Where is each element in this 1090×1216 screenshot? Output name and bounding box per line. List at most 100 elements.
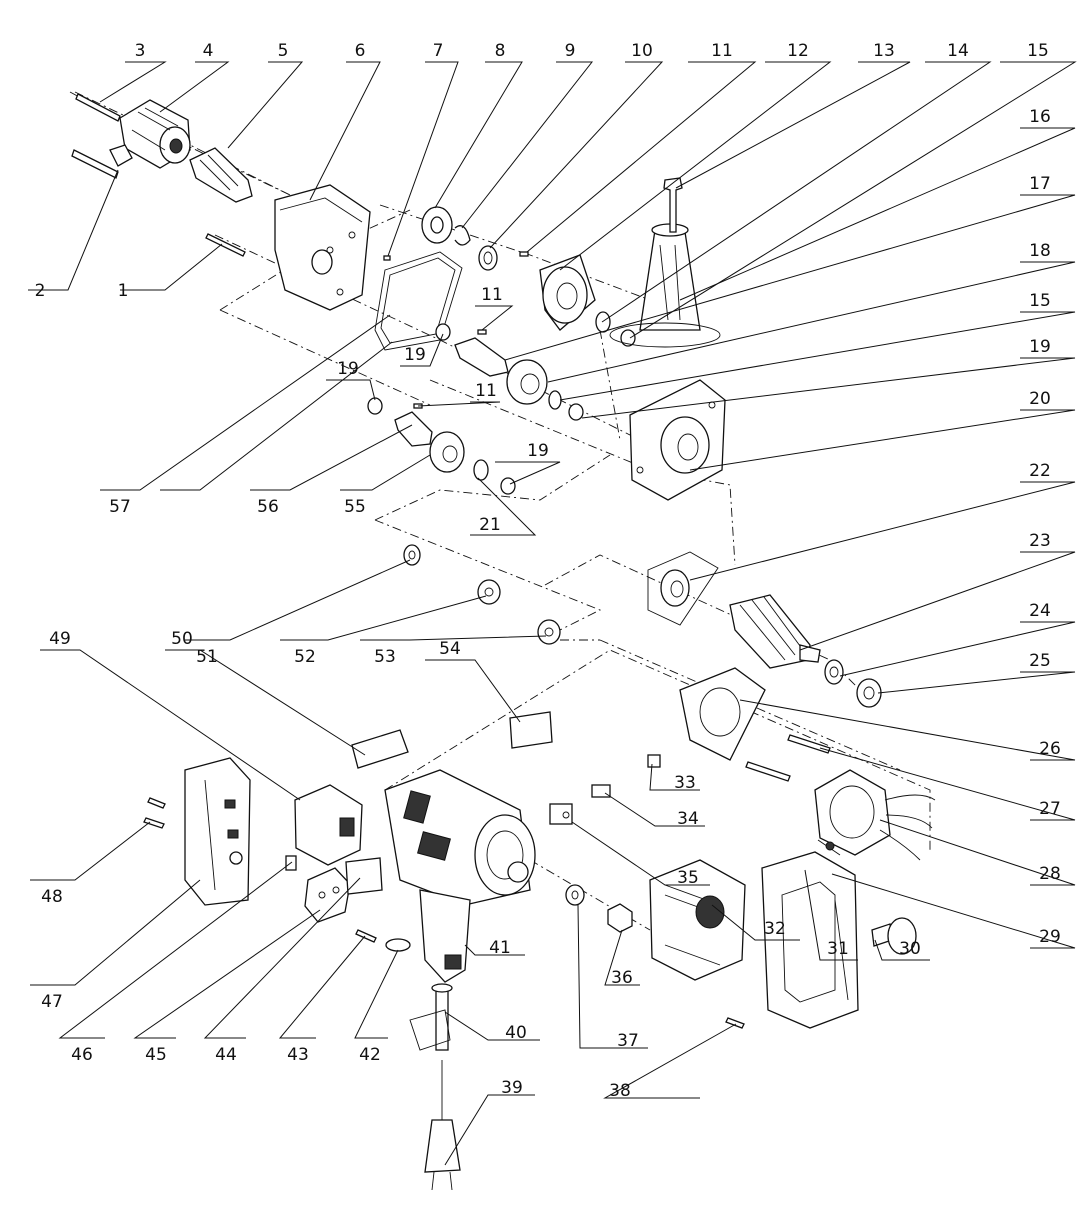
screw-27b xyxy=(745,761,791,782)
motor-housing-41 xyxy=(384,769,536,983)
callout-label: 24 xyxy=(1029,601,1051,621)
bush-19-d xyxy=(500,477,516,495)
callout-label: 31 xyxy=(827,939,849,959)
knob-30 xyxy=(871,917,917,955)
callout-label: 29 xyxy=(1039,927,1061,947)
bush-19-b xyxy=(367,397,383,415)
washer-53 xyxy=(537,619,561,645)
bush-19-a xyxy=(435,323,451,341)
callout-label: 15 xyxy=(1027,41,1049,61)
cable-clamp-42 xyxy=(385,938,411,952)
callout-label: 17 xyxy=(1029,174,1051,194)
callout-label: 40 xyxy=(505,1023,527,1043)
leader-lines xyxy=(28,61,1077,1166)
brush-holder-35 xyxy=(549,803,573,825)
callout-label: 54 xyxy=(439,639,461,659)
callout-label: 8 xyxy=(495,41,506,61)
carbon-brush-34 xyxy=(591,784,611,798)
callout-label: 28 xyxy=(1039,864,1061,884)
callout-label: 19 xyxy=(337,359,359,379)
callout-label: 49 xyxy=(49,629,71,649)
spindle-5 xyxy=(189,147,253,203)
washer-51 xyxy=(403,544,421,566)
gear-cover-20 xyxy=(629,379,726,501)
callout-label: 43 xyxy=(287,1045,309,1065)
callout-label: 48 xyxy=(41,887,63,907)
callout-label: 1 xyxy=(118,281,129,301)
callout-label: 45 xyxy=(145,1045,167,1065)
callout-label: 52 xyxy=(294,647,316,667)
gear-17 xyxy=(506,359,548,405)
stator-28 xyxy=(814,769,936,861)
callout-label: 22 xyxy=(1029,461,1051,481)
washer-52 xyxy=(477,579,501,605)
screw-1 xyxy=(205,233,246,257)
bearing-24 xyxy=(824,659,844,685)
callout-label: 16 xyxy=(1029,107,1051,127)
cable-sleeve-40 xyxy=(409,983,453,1051)
callout-label: 5 xyxy=(278,41,289,61)
screw-3 xyxy=(69,91,121,122)
callout-label: 38 xyxy=(609,1081,631,1101)
callout-label: 11 xyxy=(475,381,497,401)
callout-label: 20 xyxy=(1029,389,1051,409)
callout-label: 39 xyxy=(501,1078,523,1098)
plate-22 xyxy=(647,551,719,626)
callout-label: 23 xyxy=(1029,531,1051,551)
callout-label: 56 xyxy=(257,497,279,517)
callout-label: 46 xyxy=(71,1045,93,1065)
plug-39 xyxy=(424,1060,461,1191)
callout-label: 18 xyxy=(1029,241,1051,261)
circlip-9 xyxy=(454,225,471,246)
nut-36 xyxy=(607,903,633,933)
callout-label: 12 xyxy=(787,41,809,61)
callout-label: 53 xyxy=(374,647,396,667)
armature-23 xyxy=(729,594,821,669)
rear-cover-32 xyxy=(649,859,746,981)
callout-label: 34 xyxy=(677,809,699,829)
label-54 xyxy=(509,711,553,749)
bearing-8 xyxy=(421,206,453,244)
screw-27 xyxy=(787,734,831,754)
callout-label: 9 xyxy=(565,41,576,61)
callout-label: 19 xyxy=(527,441,549,461)
screw-48-a xyxy=(147,797,166,809)
callout-label: 4 xyxy=(203,41,214,61)
callout-label: 2 xyxy=(35,281,46,301)
callout-label: 11 xyxy=(481,285,503,305)
screw-38 xyxy=(725,1017,745,1029)
callout-label: 42 xyxy=(359,1045,381,1065)
callout-label: 50 xyxy=(171,629,193,649)
callout-label: 10 xyxy=(631,41,653,61)
callout-label: 19 xyxy=(1029,337,1051,357)
washer-21 xyxy=(473,459,489,481)
callout-label: 21 xyxy=(479,515,501,535)
callout-label: 7 xyxy=(433,41,444,61)
parts xyxy=(69,91,936,1191)
callout-label: 37 xyxy=(617,1031,639,1051)
callout-label: 25 xyxy=(1029,651,1051,671)
baffle-26 xyxy=(679,667,766,761)
label-50 xyxy=(351,729,409,769)
bush-19-c xyxy=(568,403,584,421)
chuck-key-2 xyxy=(71,144,133,179)
washer-37 xyxy=(565,884,585,906)
callout-label: 33 xyxy=(674,773,696,793)
callout-labels: 1 2 3 4 5 6 7 8 9 10 11 12 13 14 15 16 1… xyxy=(35,41,1061,1101)
callout-label: 35 xyxy=(677,868,699,888)
label-45 xyxy=(345,857,383,895)
callout-label: 51 xyxy=(196,647,218,667)
key-11-a xyxy=(519,251,529,257)
callout-label: 15 xyxy=(1029,291,1051,311)
shaft-56 xyxy=(454,337,509,377)
washer-10 xyxy=(478,245,498,271)
callout-label: 44 xyxy=(215,1045,237,1065)
aux-handle-16 xyxy=(609,177,721,348)
callout-label: 11 xyxy=(711,41,733,61)
pin-7 xyxy=(383,255,391,261)
screw-43 xyxy=(355,929,377,943)
callout-label: 14 xyxy=(947,41,969,61)
pinion-shaft-55 xyxy=(394,411,465,473)
callout-label: 26 xyxy=(1039,739,1061,759)
